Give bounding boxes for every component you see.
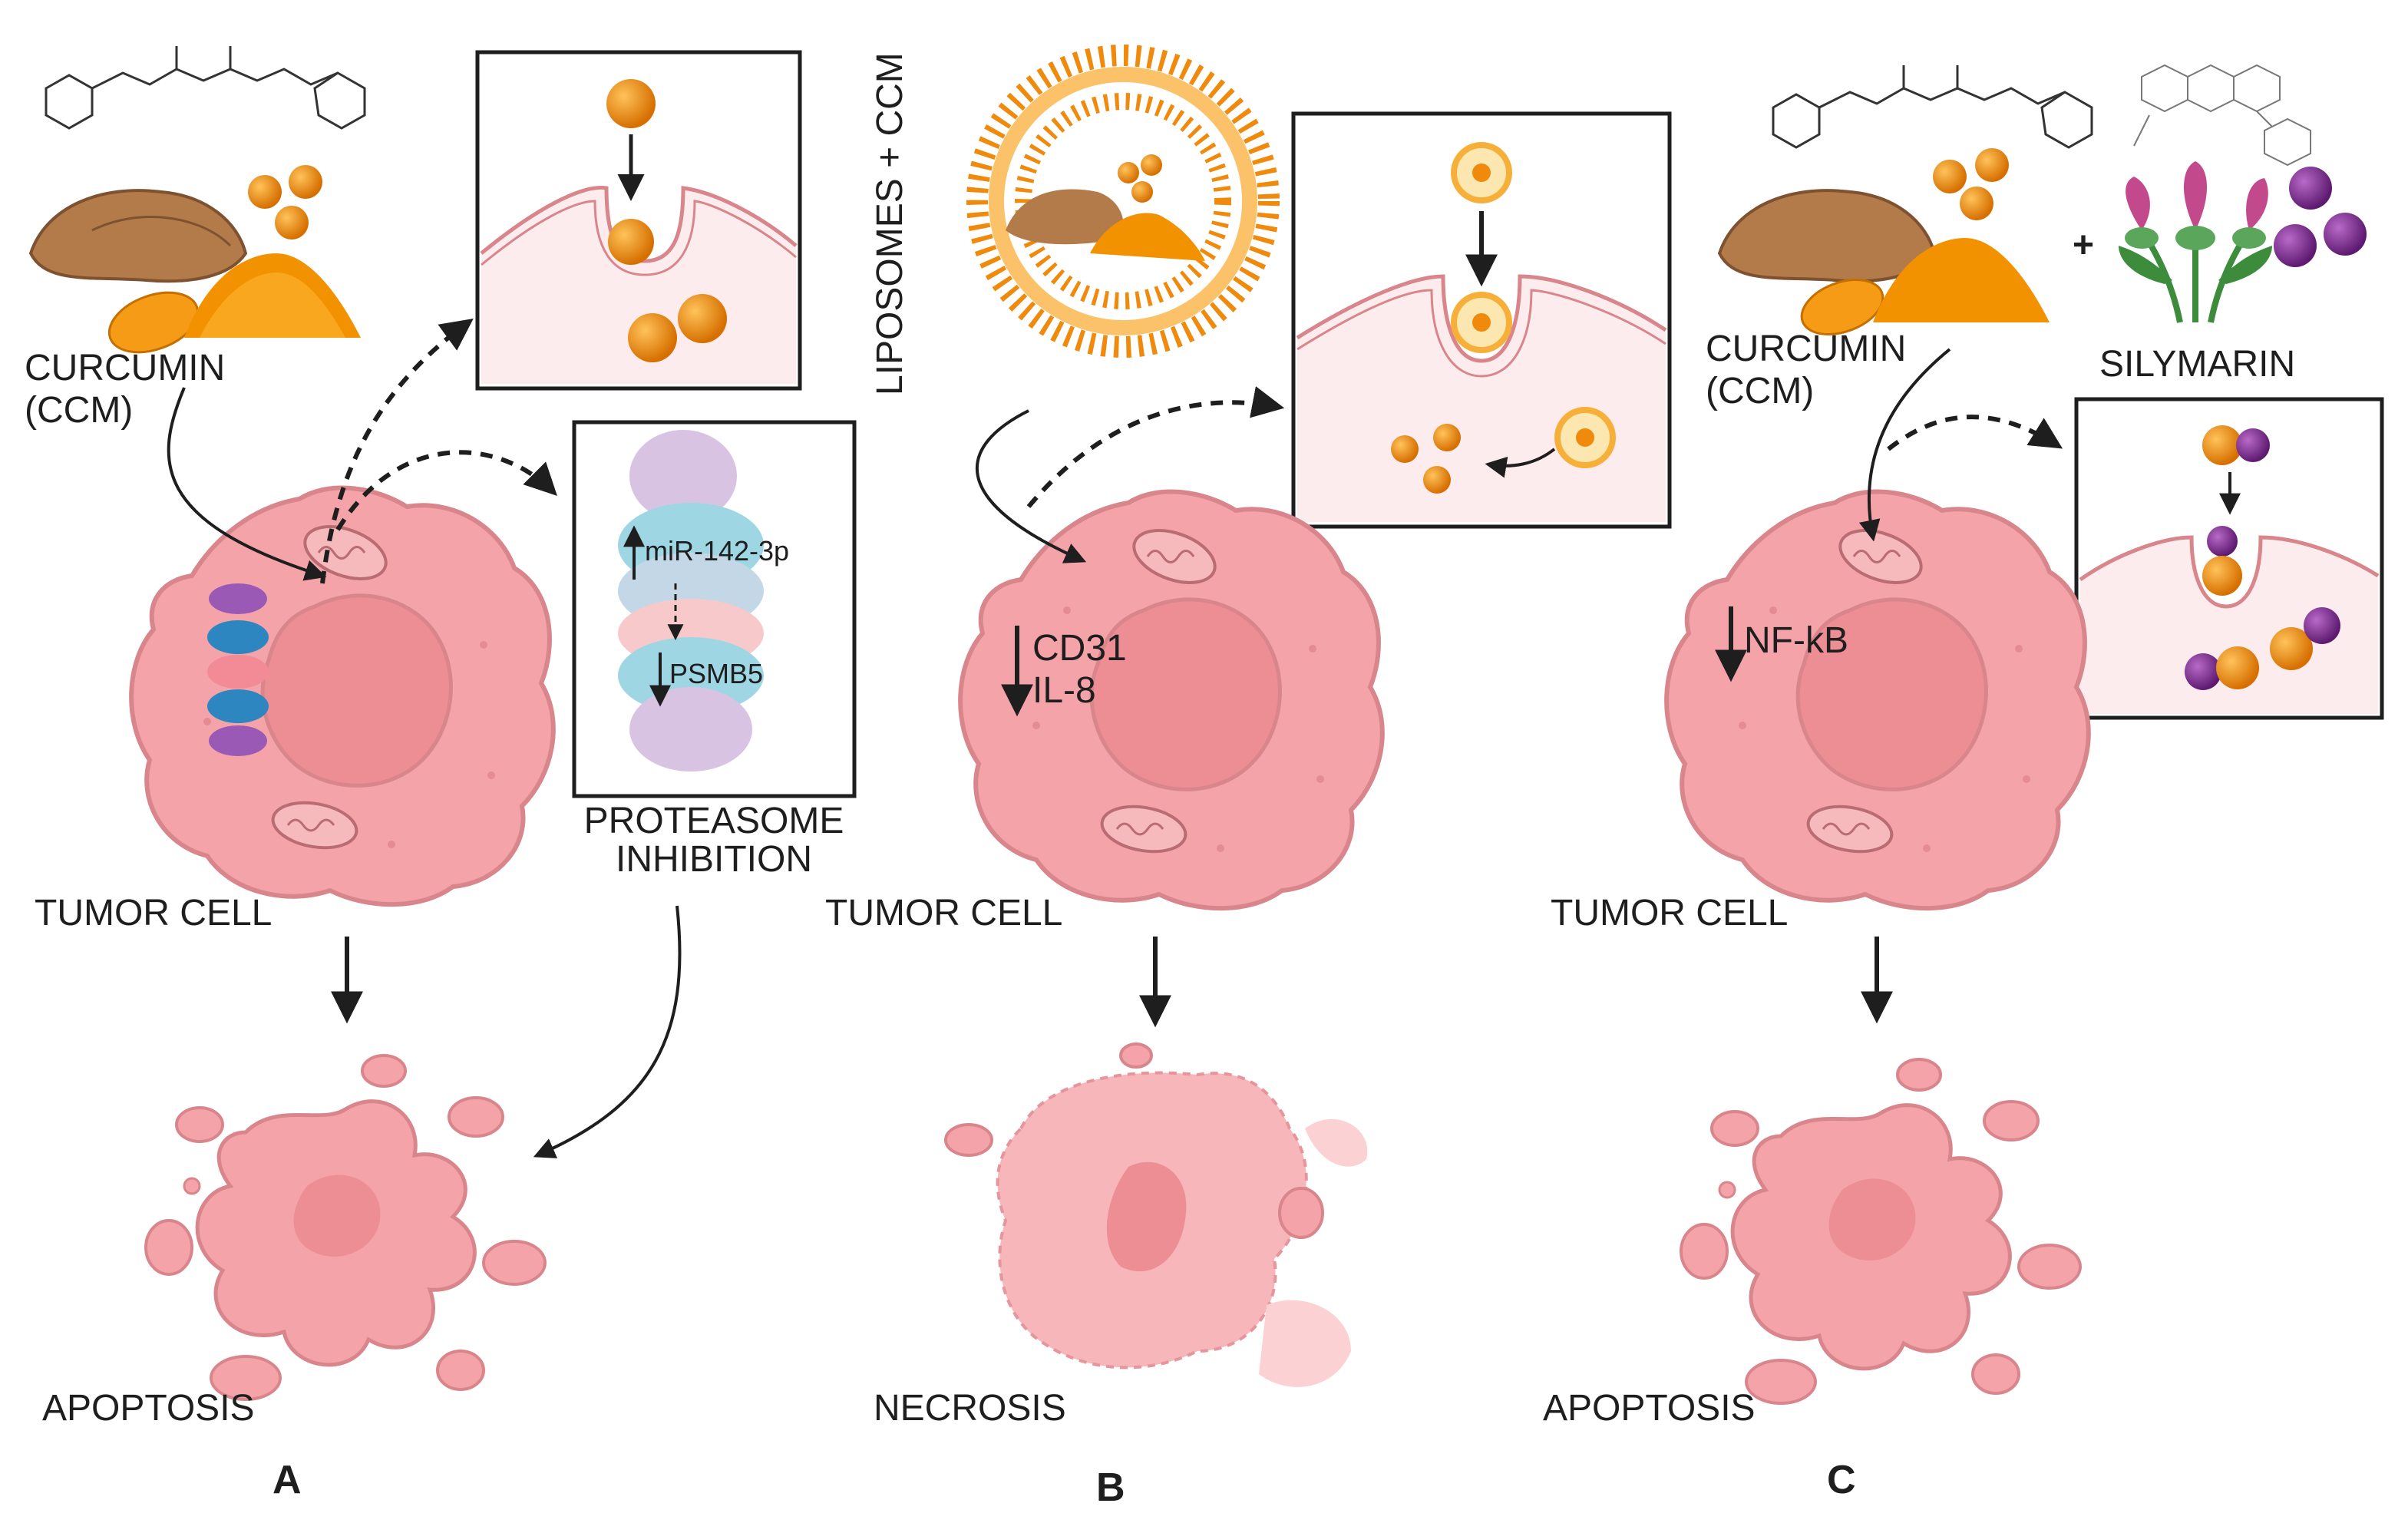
necrotic-cell xyxy=(944,1042,1368,1387)
inset-caption-a-line1: PROTEASOME xyxy=(584,801,844,841)
proteasome-icon-in-cell xyxy=(207,583,269,756)
cell-label-c: TUMOR CELL xyxy=(1551,893,1788,933)
marker-psmb5: PSMB5 xyxy=(669,658,763,689)
arrow-cell-to-inset-b xyxy=(1026,386,1285,508)
arrow-proteasome-to-apoptosis xyxy=(533,905,682,1158)
tumor-cell-c xyxy=(1666,492,2089,909)
curcumin-structure-a xyxy=(45,46,366,130)
panel-letter-b: B xyxy=(1096,1465,1125,1510)
liposome-image xyxy=(966,45,1280,358)
tumor-cell-b xyxy=(960,492,1382,909)
marker-il-8: IL-8 xyxy=(1032,670,1096,711)
carrier-label-b: LIPOSOMES + CCM xyxy=(870,52,910,395)
arrow-cell-to-endocytosis-inset xyxy=(320,319,474,584)
proteasome-inset-a: miR-142-3p PSMB5 xyxy=(572,420,857,798)
tumor-cell-a xyxy=(131,488,553,905)
panel-b: LIPOSOMES + CCM xyxy=(825,45,1672,1510)
drug-label-c-line1: CURCUMIN xyxy=(1706,329,1906,369)
endocytosis-inset-a xyxy=(475,50,802,391)
drug-label-a-line2: (CCM) xyxy=(25,390,133,431)
marker-nf-kb: NF-kB xyxy=(1744,620,1848,661)
cell-label-b: TUMOR CELL xyxy=(825,893,1062,933)
outcome-label-b: NECROSIS xyxy=(874,1388,1066,1429)
turmeric-image-c xyxy=(1717,148,2050,335)
outcome-label-c: APOPTOSIS xyxy=(1543,1388,1756,1429)
plus-sign: + xyxy=(2073,225,2094,266)
milk-thistle-image xyxy=(2119,161,2367,323)
marker-cd31: CD31 xyxy=(1032,628,1127,669)
liposome-endocytosis-inset xyxy=(1291,111,1672,529)
outcome-label-a: APOPTOSIS xyxy=(42,1388,255,1429)
arrow-curcumin-to-cell-c xyxy=(1858,348,1951,542)
marker-mir-142-3p: miR-142-3p xyxy=(645,535,789,567)
codelivery-inset-c xyxy=(2074,397,2384,720)
panel-a: CURCUMIN (CCM) miR xyxy=(25,46,857,1502)
apoptotic-cell-a xyxy=(146,1056,545,1399)
drug-label-c-line2: (CCM) xyxy=(1706,371,1814,411)
silymarin-structure xyxy=(2133,64,2311,167)
apoptotic-cell-c xyxy=(1681,1059,2080,1403)
panel-letter-a: A xyxy=(273,1458,302,1502)
inset-caption-a-line2: INHIBITION xyxy=(616,839,812,880)
panel-letter-c: C xyxy=(1827,1458,1856,1502)
arrow-cell-to-inset-c xyxy=(1887,415,2063,451)
second-drug-label: SILYMARIN xyxy=(2099,344,2295,385)
arrow-liposome-to-cell-b xyxy=(975,409,1087,563)
panel-c: + CURCUMIN (CCM) SILYMARIN xyxy=(1543,64,2384,1502)
cell-label-a: TUMOR CELL xyxy=(35,893,272,933)
arrow-cell-to-proteasome-inset xyxy=(335,450,557,531)
arrow-curcumin-to-cell-a xyxy=(167,387,327,581)
drug-label-a-line1: CURCUMIN xyxy=(25,348,225,388)
proteasome-structure xyxy=(618,430,764,771)
curcumin-structure-c xyxy=(1772,65,2093,149)
turmeric-image-a xyxy=(28,165,361,354)
